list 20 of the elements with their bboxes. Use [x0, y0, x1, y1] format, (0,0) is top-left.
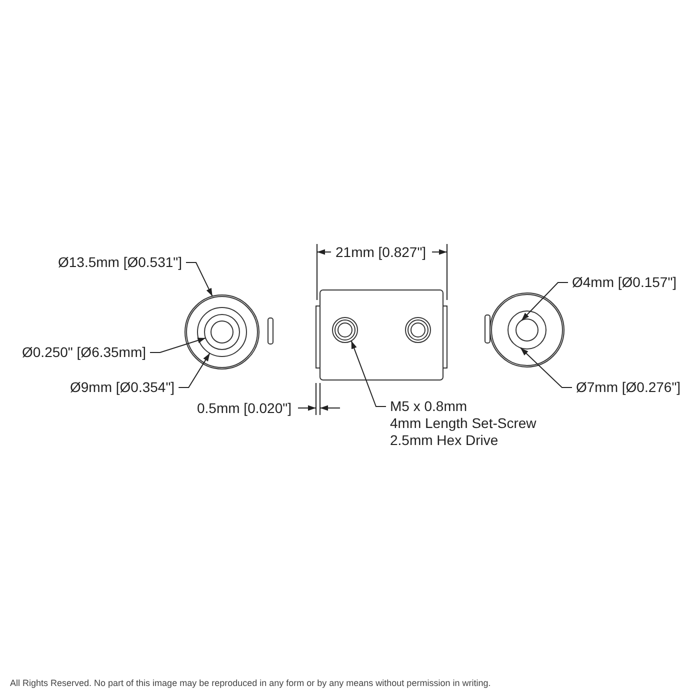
callout-text: M5 x 0.8mm [390, 398, 468, 415]
collar-outer-edge [184, 294, 260, 370]
copyright-notice: All Rights Reserved. No part of this image may be reproduced in any form or by any means without permission in writing. [10, 677, 491, 689]
leader-line [520, 347, 572, 388]
set-screw [332, 317, 358, 343]
dimension-label: 21mm [0.827"] [334, 244, 428, 261]
leader-line [150, 338, 206, 353]
leader-line [186, 262, 213, 297]
callout-text: 4mm Length Set-Screw [390, 415, 536, 432]
callout-text: Ø4mm [Ø0.157"] [572, 274, 677, 291]
dimension-label: 0.5mm [0.020"] [197, 400, 292, 417]
callout-text: Ø13.5mm [Ø0.531"] [58, 254, 182, 271]
callout-text: 2.5mm Hex Drive [390, 432, 500, 449]
leader-line [350, 340, 386, 407]
leader-line [178, 352, 210, 388]
counterbore-edge [508, 310, 546, 350]
callout-text: Ø0.250" [Ø6.35mm] [22, 344, 146, 361]
callout-text: Ø7mm [Ø0.276"] [576, 379, 681, 396]
callout-text: Ø9mm [Ø0.354"] [70, 379, 175, 396]
leader-line [521, 282, 568, 321]
